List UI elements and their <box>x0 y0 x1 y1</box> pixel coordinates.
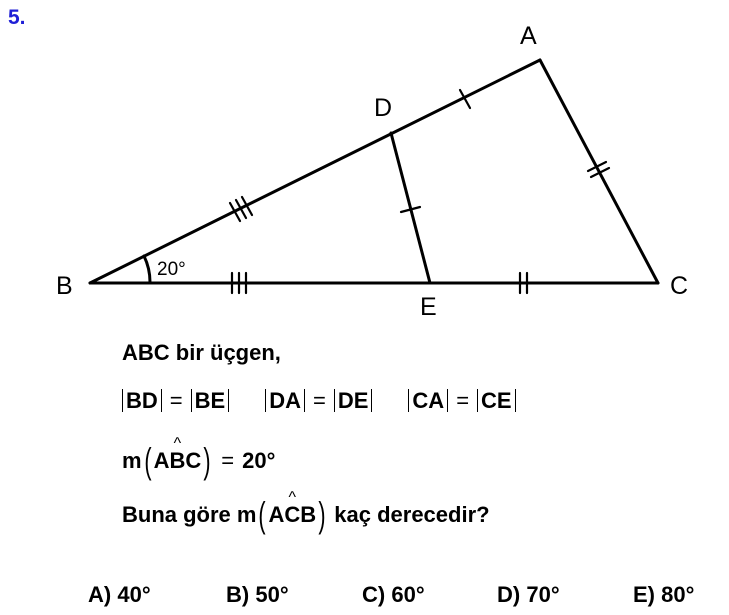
statement-question: Buna göre m(ACB) kaç derecedir? <box>122 494 490 536</box>
option-c[interactable]: C) 60° <box>362 582 425 607</box>
abs-da: DA <box>265 389 305 412</box>
option-a[interactable]: A) 40° <box>88 582 151 607</box>
angle-arc-b <box>142 254 152 285</box>
vertex-label-e: E <box>420 293 437 321</box>
abs-be: BE <box>190 389 230 412</box>
angle-label-b: 20° <box>157 259 186 280</box>
angle-hat-c: C <box>284 502 300 528</box>
tick-bd-3 <box>240 195 254 217</box>
angle-hat-b: B <box>169 448 185 474</box>
abs-bd: BD <box>122 389 162 412</box>
tick-bd-1 <box>228 201 242 223</box>
triangle-figure: A B C D E 20° <box>56 22 688 321</box>
statement-given-angle: m(ABC)=20° <box>122 440 275 482</box>
tick-de <box>399 205 422 214</box>
vertex-label-a: A <box>520 22 537 50</box>
statement-line-1: ABC bir üçgen, <box>122 340 281 365</box>
tick-da <box>458 88 472 110</box>
option-b[interactable]: B) 50° <box>226 582 289 607</box>
abs-ca: CA <box>408 389 449 412</box>
vertex-label-c: C <box>670 272 688 300</box>
abs-de: DE <box>333 389 373 412</box>
vertex-label-b: B <box>56 272 73 300</box>
side-ac <box>538 58 660 285</box>
abs-ce: CE <box>477 389 516 412</box>
vertex-label-d: D <box>374 94 392 122</box>
segment-de <box>389 131 432 285</box>
tick-bd-2 <box>234 198 248 220</box>
side-ba <box>88 58 542 285</box>
option-d[interactable]: D) 70° <box>497 582 560 607</box>
question-number: 5. <box>8 6 26 29</box>
tick-ca-1 <box>586 160 608 173</box>
option-e[interactable]: E) 80° <box>633 582 695 607</box>
tick-ca-2 <box>589 166 611 179</box>
